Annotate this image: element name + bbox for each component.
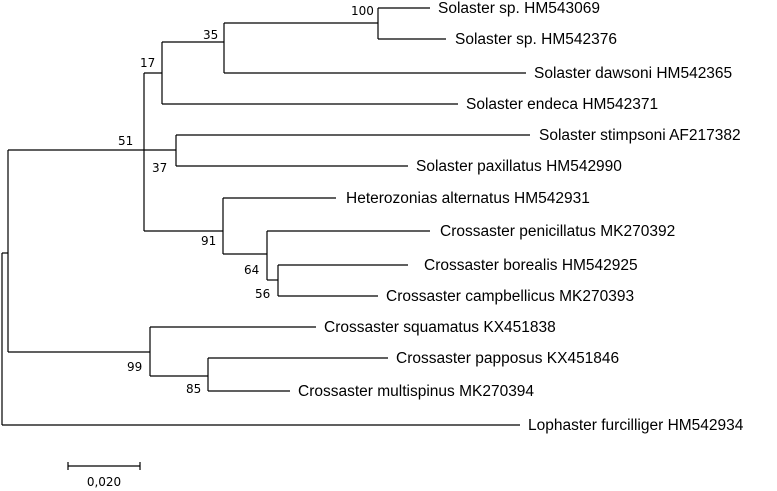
bootstrap-value: 56 (255, 287, 270, 301)
scale-bar: 0,020 (67, 462, 141, 489)
bootstrap-value: 99 (127, 360, 142, 374)
scale-bar-label: 0,020 (87, 475, 121, 489)
taxon-label: Solaster paxillatus HM542990 (416, 158, 622, 175)
taxon-label: Crossaster campbellicus MK270393 (386, 288, 634, 305)
taxon-label: Crossaster penicillatus MK270392 (440, 223, 675, 240)
tree-branches (1, 7, 530, 426)
taxon-label: Heterozonias alternatus HM542931 (346, 190, 590, 207)
bootstrap-value: 35 (203, 28, 218, 42)
taxon-label: Crossaster papposus KX451846 (396, 350, 619, 367)
taxon-label: Solaster stimpsoni AF217382 (539, 127, 741, 144)
bootstrap-value: 64 (244, 263, 259, 277)
bootstrap-value: 37 (152, 161, 167, 175)
taxon-label: Crossaster borealis HM542925 (424, 257, 638, 274)
taxon-label: Solaster sp. HM542376 (455, 31, 617, 48)
bootstrap-value: 17 (140, 56, 155, 70)
bootstrap-value: 100 (351, 4, 374, 18)
taxon-label: Lophaster furcilliger HM542934 (528, 417, 744, 434)
taxon-label: Solaster dawsoni HM542365 (534, 65, 732, 82)
taxon-labels: Solaster sp. HM543069 Solaster sp. HM542… (298, 0, 744, 434)
bootstrap-values: 100 35 17 51 37 91 64 56 99 85 (118, 4, 374, 396)
taxon-label: Crossaster squamatus KX451838 (324, 319, 556, 336)
bootstrap-value: 91 (201, 234, 216, 248)
taxon-label: Solaster sp. HM543069 (438, 0, 600, 17)
taxon-label: Crossaster multispinus MK270394 (298, 383, 534, 400)
taxon-label: Solaster endeca HM542371 (466, 96, 658, 113)
bootstrap-value: 51 (118, 134, 133, 148)
bootstrap-value: 85 (186, 382, 201, 396)
